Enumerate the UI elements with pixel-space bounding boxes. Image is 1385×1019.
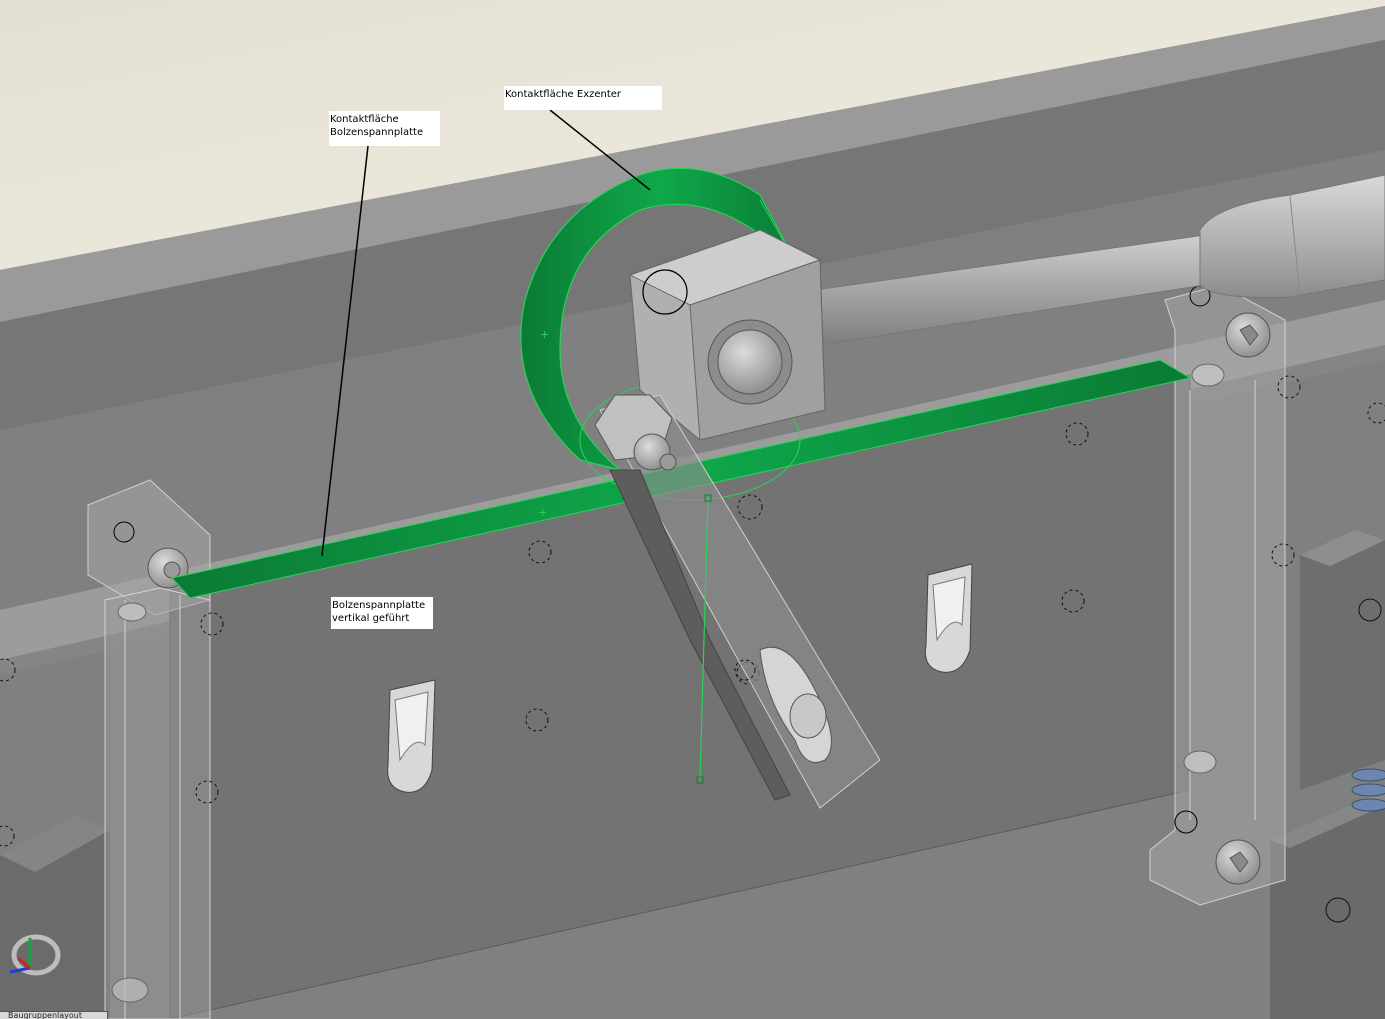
right-guide-rail[interactable] xyxy=(1149,284,1286,906)
eccentric-body[interactable] xyxy=(628,229,826,441)
background-table xyxy=(0,0,1385,322)
callout-bolzenspannplatte-vertikal[interactable]: Bolzenspannplatte vertikal geführt xyxy=(331,597,433,629)
coordinate-triad-icon[interactable] xyxy=(9,934,61,976)
svg-text:+: + xyxy=(540,328,549,341)
callout-kontaktflaeche-exzenter[interactable]: Kontaktfläche Exzenter xyxy=(504,86,662,110)
left-guide-rail[interactable] xyxy=(87,479,211,1019)
layout-tab[interactable]: Baugruppenlayout xyxy=(0,1011,108,1019)
callout-leaders xyxy=(321,109,651,557)
slot-right xyxy=(924,563,973,673)
spring-washers xyxy=(1351,768,1385,812)
slot-left xyxy=(387,679,436,793)
sketch-line[interactable] xyxy=(696,494,712,784)
callout-kontaktflaeche-bolzenspannplatte[interactable]: Kontaktfläche Bolzenspannplatte xyxy=(329,111,440,146)
connecting-link[interactable] xyxy=(594,394,881,809)
eccentric-lever-handle[interactable] xyxy=(814,174,1385,346)
svg-text:+: + xyxy=(538,506,547,519)
